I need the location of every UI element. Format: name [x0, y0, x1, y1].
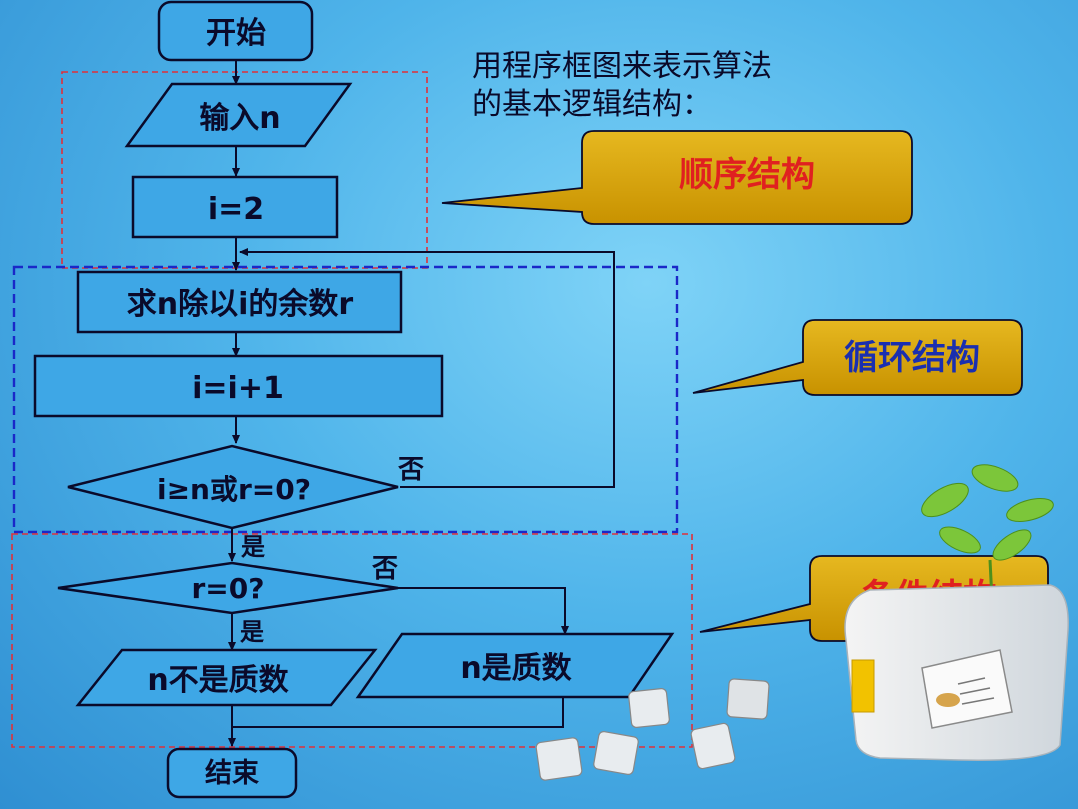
init-box: [131, 175, 339, 239]
start-label: 开始: [206, 16, 266, 51]
prime-no-label: 否: [372, 554, 398, 584]
loop-no-label: 否: [398, 455, 424, 485]
condition-structure-frame: [11, 533, 693, 748]
flow-lines: [228, 60, 615, 747]
loop-condition-label: i≥n或r=0?: [157, 473, 311, 506]
increment-label: i=i+1: [192, 371, 284, 406]
init-label: i=2: [208, 192, 264, 227]
loop-yes-label: 是: [241, 533, 265, 561]
sequence-callout-label: 顺序结构: [679, 155, 815, 195]
end-terminal: [166, 747, 298, 799]
input-label: 输入n: [199, 101, 280, 136]
loop-callout: [692, 319, 1023, 396]
keyboard-keys-decoration: [535, 678, 770, 781]
prime-condition-label: r=0?: [192, 572, 265, 605]
description-line-1: 用程序框图来表示算法: [472, 49, 772, 84]
prime-yes-label: 是: [240, 618, 264, 646]
loop-structure-frame: [12, 265, 679, 534]
input-box: [124, 82, 353, 148]
is-prime-label: n是质数: [460, 651, 572, 686]
remainder-box: [76, 270, 403, 334]
not-prime-output: [75, 648, 378, 707]
loop-callout-label: 循环结构: [844, 338, 980, 378]
increment-box: [33, 354, 444, 418]
not-prime-label: n不是质数: [147, 663, 289, 698]
plant-pot-decoration: [844, 464, 1069, 761]
start-terminal: [157, 0, 314, 62]
sequence-callout: [441, 130, 913, 225]
end-label: 结束: [205, 758, 259, 789]
prime-condition-diamond: [57, 561, 399, 615]
description-line-2: 的基本逻辑结构：: [472, 87, 712, 122]
loop-condition-diamond: [67, 444, 399, 530]
remainder-label: 求n除以i的余数r: [127, 287, 354, 322]
